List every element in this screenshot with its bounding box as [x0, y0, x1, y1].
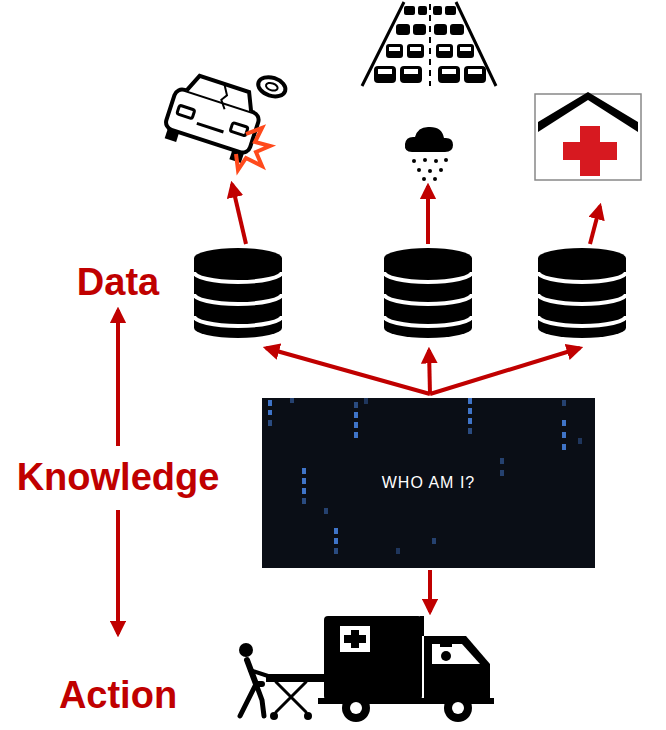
axis-label: Knowledge: [17, 457, 220, 499]
arrow-to-icon: [590, 206, 600, 244]
arrow-to-db: [429, 350, 430, 394]
knowledge-box: WHO AM I?: [262, 398, 595, 568]
hospital-icon: [535, 92, 641, 180]
stretcher-icon: [239, 643, 328, 720]
up-arrow: [116, 310, 120, 446]
axis-label: Action: [59, 675, 177, 717]
arrow-to-icon: [426, 186, 430, 244]
arrow-to-action: [428, 570, 432, 612]
database-icon: [538, 248, 626, 338]
car-crash-icon: [161, 50, 288, 169]
database-icon: [194, 248, 282, 338]
traffic-icon: [362, 2, 496, 86]
node-text: WHO AM I?: [378, 472, 479, 494]
flow-arrows: [232, 184, 600, 612]
axis-label: Data: [77, 262, 159, 304]
arrow-to-db: [430, 348, 580, 394]
down-arrow: [116, 510, 120, 634]
database-icon: [384, 248, 472, 338]
crash-spark: [236, 128, 270, 170]
rain-cloud-icon: [405, 127, 453, 181]
arrow-to-icon: [232, 184, 246, 244]
arrow-to-db: [266, 348, 430, 394]
ambulance-icon: [318, 616, 494, 722]
